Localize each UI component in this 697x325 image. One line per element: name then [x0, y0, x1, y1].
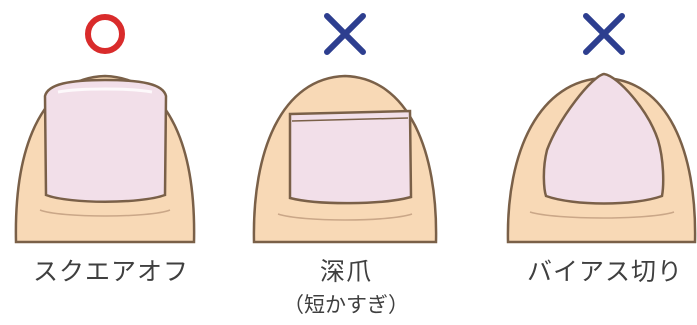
label-bias-cut: バイアス切り [526, 257, 683, 286]
nail-shape [43, 78, 168, 203]
toe-illustration-bias-cut [506, 13, 697, 244]
nail-tip-edge [291, 117, 409, 122]
toe-skin-crease [529, 211, 675, 219]
nail-shape [288, 109, 413, 205]
nail-shine [57, 87, 153, 94]
nail-shape [542, 72, 665, 205]
toe-illustration-square-off [14, 14, 196, 244]
toe-illustration-deep-cut [252, 13, 438, 244]
label-deep-cut: 深爪 [319, 257, 372, 286]
panel-square-off: スクエアオフ [0, 0, 232, 325]
panel-bias-cut: バイアス切り [464, 0, 697, 325]
toe-skin-crease [277, 213, 413, 221]
wrong-cross-icon [583, 13, 625, 55]
wrong-cross-icon [324, 13, 366, 55]
toe-skin-crease [39, 209, 171, 217]
panel-deep-cut: 深爪 （短かすぎ） [232, 0, 464, 325]
sublabel-deep-cut: （短かすぎ） [283, 293, 409, 317]
correct-circle-icon [85, 14, 125, 54]
label-square-off: スクエアオフ [32, 257, 189, 286]
